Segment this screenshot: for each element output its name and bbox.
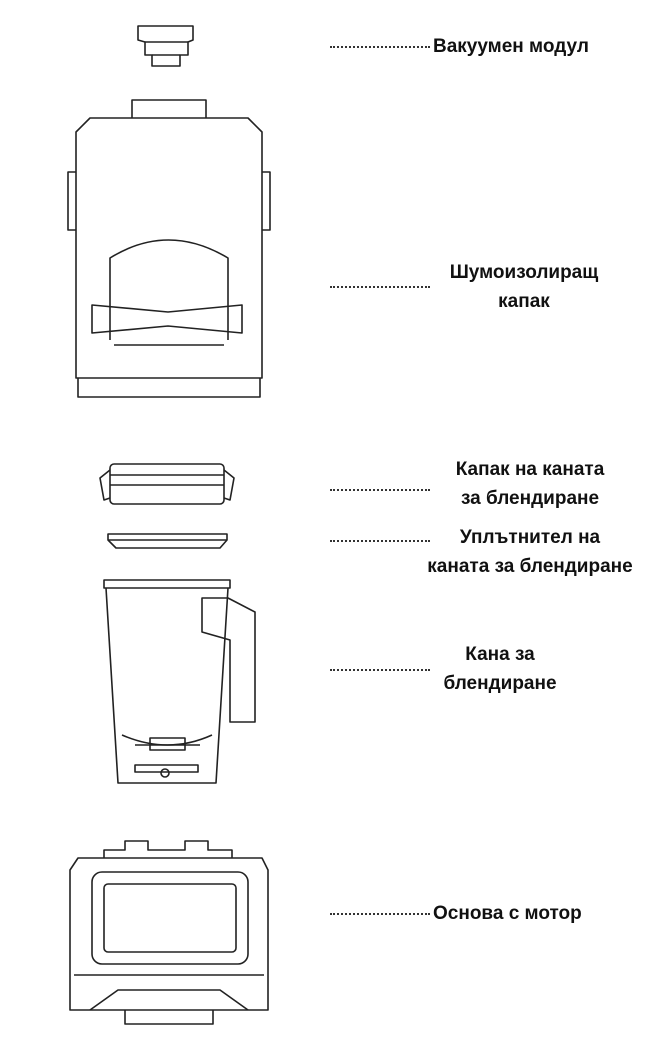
label-jar-line1: Кана за [465, 644, 535, 665]
leader-line-vacuum-module [330, 46, 430, 48]
label-motor-base: Основа с мотор [433, 903, 582, 924]
leader-line-noise-hood [330, 286, 430, 288]
label-jar: Кана за блендиране [420, 640, 580, 698]
label-jar-lid-line1: Капак на каната [455, 459, 605, 480]
label-noise-hood-line1: Шумоизолиращ [449, 262, 599, 283]
label-jar-gasket: Уплътнител на каната за блендиране [405, 523, 655, 581]
leader-line-jar-gasket [330, 540, 430, 542]
noise-hood-drawing [67, 99, 271, 398]
leader-line-jar-lid [330, 489, 430, 491]
leader-line-motor-base [330, 913, 430, 915]
vacuum-module-drawing [137, 25, 194, 67]
label-noise-hood-line2: капак [498, 291, 550, 312]
blending-jar-drawing [103, 579, 256, 784]
label-jar-lid-line2: за блендиране [460, 488, 600, 509]
label-jar-gasket-line2: каната за блендиране [427, 556, 633, 577]
jar-lid-drawing [99, 463, 235, 505]
label-jar-gasket-line1: Уплътнител на [459, 527, 601, 548]
leader-line-jar [330, 669, 430, 671]
label-jar-line2: блендиране [443, 673, 557, 694]
label-vacuum-module: Вакуумен модул [433, 36, 589, 57]
label-noise-hood: Шумоизолиращ капак [424, 258, 624, 316]
jar-gasket-drawing [107, 533, 228, 549]
motor-base-drawing [69, 840, 269, 1025]
label-jar-lid: Капак на каната за блендиране [425, 455, 635, 513]
